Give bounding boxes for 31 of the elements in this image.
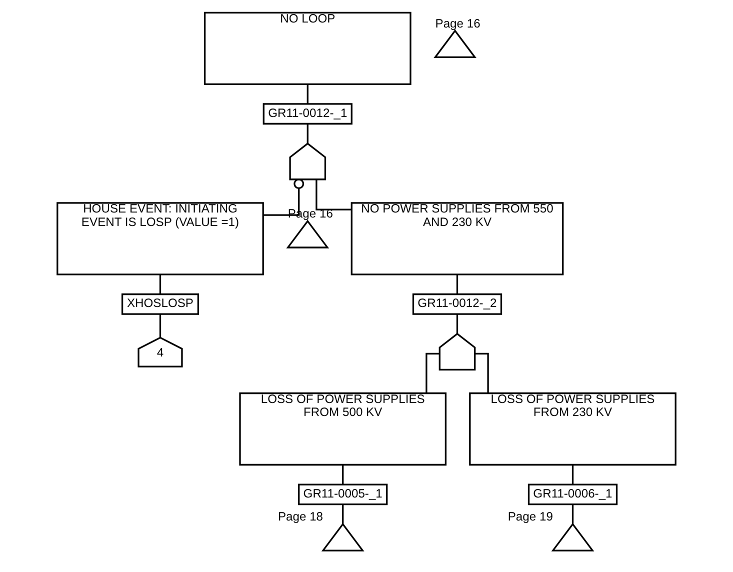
node-gate [438,332,476,370]
node-box: LOSS OF POWER SUPPLIES FROM 230 KV [469,392,676,466]
connector [306,124,308,144]
connector [342,464,344,484]
node-box: HOUSE EVENT: INITIATING EVENT IS LOSP (VALUE =1) [56,202,264,276]
connector [159,274,162,294]
node-box: GR11-0006-_1 [528,484,618,506]
node-box: LOSS OF POWER SUPPLIES FROM 500 KV [239,392,447,466]
node-label: Page 19 [508,510,553,524]
connector [572,464,574,484]
node-triangle [321,522,364,552]
node-box: NO LOOP [204,12,412,85]
connector [159,314,162,338]
connector [306,84,308,104]
node-box: XHOSLOSP [121,293,200,315]
node-box: GR11-0005-_1 [298,484,388,506]
connector [342,504,344,524]
node-triangle [551,522,594,552]
connector [456,314,458,334]
connector [456,274,458,294]
connector [263,178,304,216]
node-gate [289,142,326,180]
node-triangle [434,29,476,58]
node-box: GR11-0012-_1 [262,103,352,125]
node-label: Page 16 [435,16,480,30]
node-triangle [286,220,330,248]
connector [572,504,574,524]
node-label: Page 18 [278,510,324,524]
node-box: GR11-0012-_2 [412,293,502,315]
node-box: NO POWER SUPPLIES FROM 550 AND 230 KV [350,202,564,276]
connector [316,180,352,210]
